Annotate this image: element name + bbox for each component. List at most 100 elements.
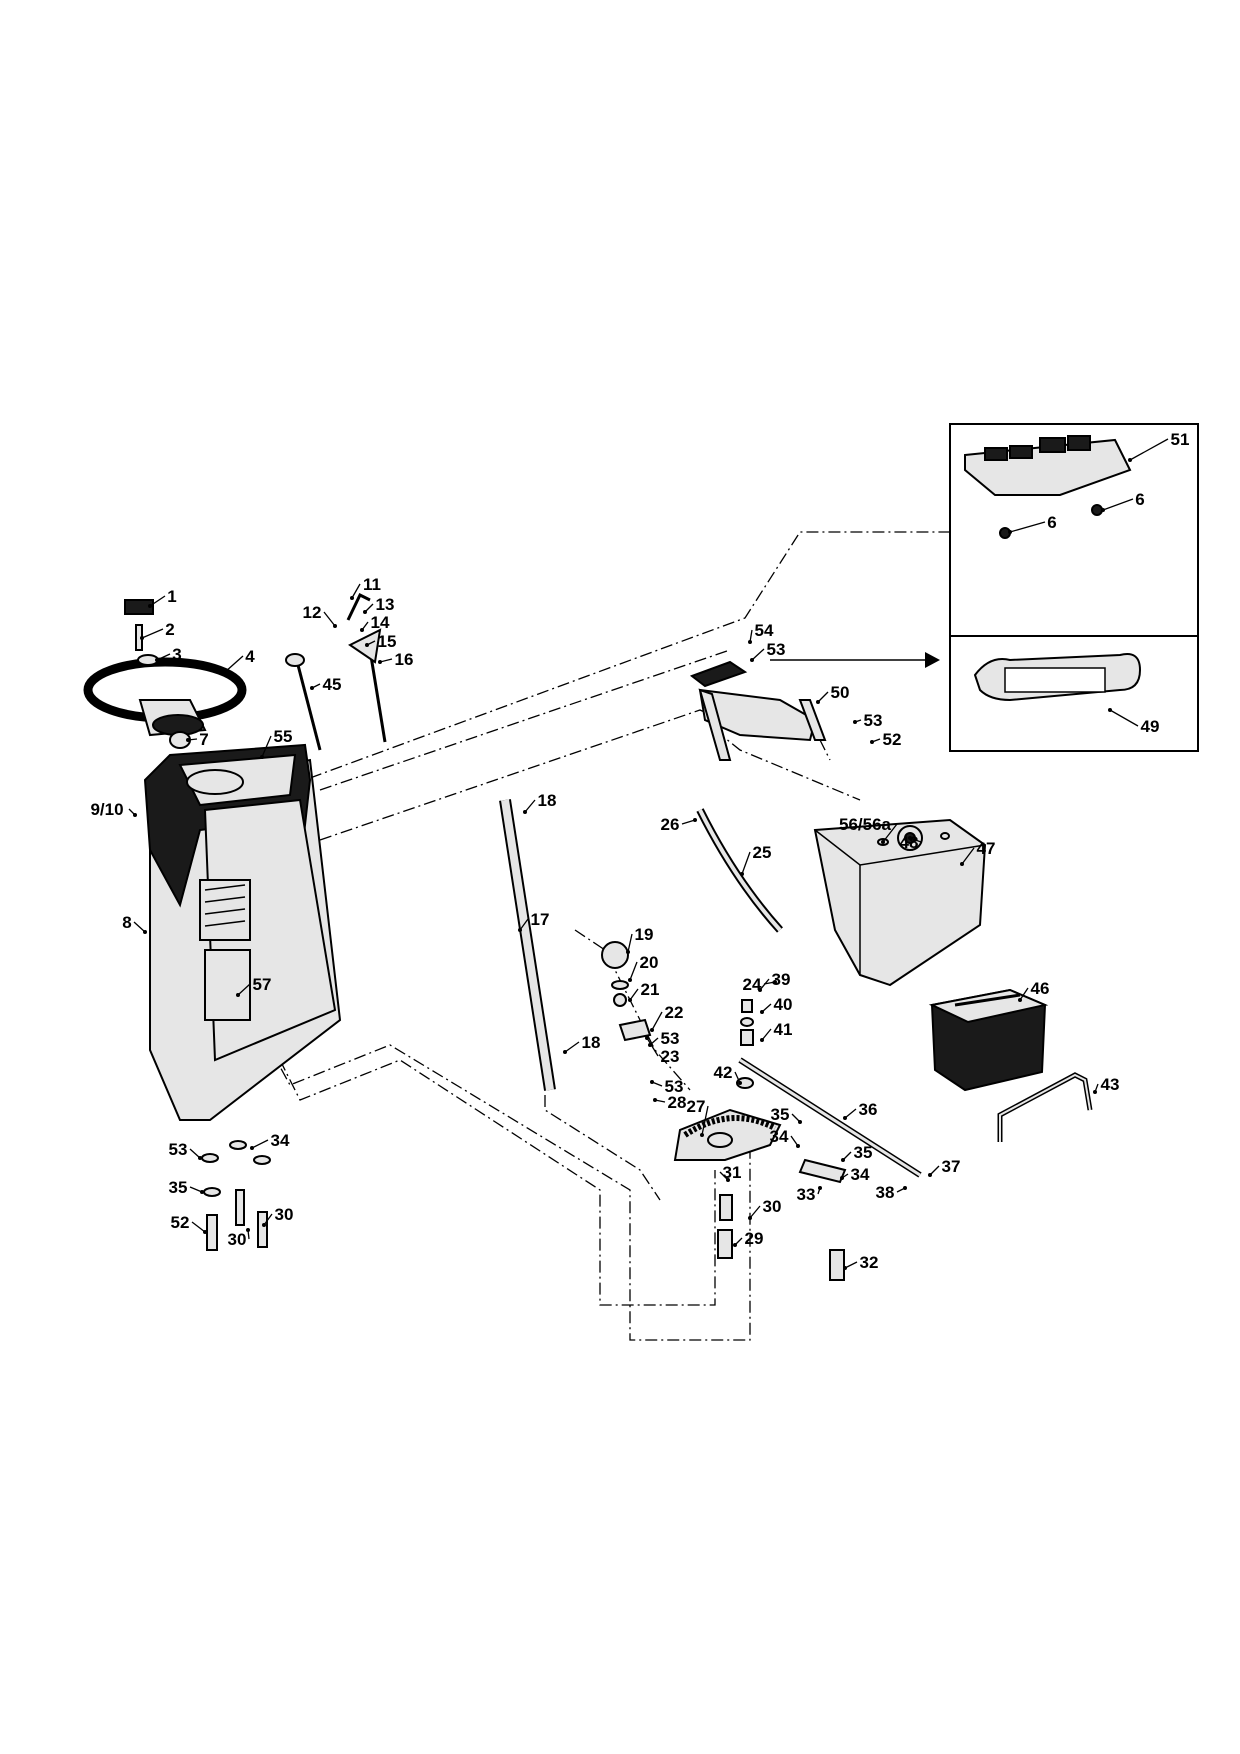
- leader-dot: [903, 1186, 907, 1190]
- callout-label: 57: [253, 975, 272, 994]
- leader-line: [156, 653, 171, 661]
- callout-label: 15: [378, 632, 397, 651]
- bolt-icon: [206, 1214, 218, 1251]
- callout-label: 24: [743, 975, 762, 994]
- callout-label: 29: [745, 1229, 764, 1248]
- callout-label: 52: [883, 730, 902, 749]
- bolt-icon: [257, 1211, 268, 1248]
- leader-dot: [796, 1144, 800, 1148]
- connector-block: [1009, 445, 1033, 459]
- callout-label: 34: [271, 1131, 290, 1150]
- callout-label: 21: [641, 980, 660, 999]
- leader-dot: [148, 604, 152, 608]
- steering-hole: [186, 769, 244, 795]
- callout-label: 38: [876, 1183, 895, 1202]
- leader-dot: [1008, 530, 1012, 534]
- leader-dot: [843, 1266, 847, 1270]
- leader-dot: [198, 1156, 202, 1160]
- leader-line: [1019, 987, 1029, 1001]
- callout-label: 32: [860, 1253, 879, 1272]
- callout-label: 37: [942, 1157, 961, 1176]
- leader-dot: [1018, 998, 1022, 1002]
- callout-label: 47: [977, 839, 996, 858]
- leader-dot: [760, 1010, 764, 1014]
- callout-label: 53: [665, 1077, 684, 1096]
- leader-dot: [350, 596, 354, 600]
- leader-dot: [250, 1146, 254, 1150]
- leader-line: [701, 1105, 709, 1136]
- leader-dot: [645, 1036, 649, 1040]
- leader-dot: [1093, 1090, 1097, 1094]
- spacer-icon: [829, 1249, 845, 1281]
- callout-label: 48: [900, 833, 919, 852]
- leader-dot: [200, 1190, 204, 1194]
- pin-icon: [719, 1194, 733, 1221]
- callout-label: 35: [771, 1105, 790, 1124]
- callout-label: 13: [376, 595, 395, 614]
- fuel-hose: [696, 808, 783, 933]
- steering-shaft: [499, 799, 652, 1091]
- callout-label: 6: [1047, 513, 1056, 532]
- leader-line: [844, 1108, 857, 1119]
- callout-label: 7: [199, 730, 208, 749]
- leader-dot: [818, 1186, 822, 1190]
- leader-dot: [203, 1230, 207, 1234]
- callout-label: 25: [753, 843, 772, 862]
- leader-dot: [262, 1223, 266, 1227]
- leader-line: [251, 1139, 269, 1149]
- leader-line: [751, 648, 765, 661]
- dash-bracket: [689, 660, 827, 761]
- leader-dot: [246, 1228, 250, 1232]
- leader-line: [189, 1186, 203, 1193]
- leader-dot: [748, 640, 752, 644]
- callout-label: 31: [723, 1163, 742, 1182]
- callout-label: 55: [274, 727, 293, 746]
- callout-label: 19: [635, 925, 654, 944]
- leader-line: [734, 1071, 741, 1084]
- leader-line: [929, 1165, 940, 1176]
- fuse-slots: [1004, 667, 1106, 693]
- callout-label: 53: [864, 711, 883, 730]
- leader-dot: [738, 1081, 742, 1085]
- leader-dot: [773, 980, 777, 984]
- callout-label: 18: [582, 1033, 601, 1052]
- leader-line: [189, 1148, 201, 1159]
- drag-link: [736, 999, 922, 1281]
- bolt-icon: [235, 1189, 245, 1226]
- callout-label: 35: [169, 1178, 188, 1197]
- leader-dot: [928, 1173, 932, 1177]
- connector-block: [984, 447, 1008, 461]
- callout-label: 33: [797, 1185, 816, 1204]
- callout-label: 53: [169, 1140, 188, 1159]
- leader-lines: [128, 438, 1169, 1270]
- leader-dot: [186, 738, 190, 742]
- callout-label: 42: [714, 1063, 733, 1082]
- leader-dot: [133, 813, 137, 817]
- callout-label: 6: [1135, 490, 1144, 509]
- leader-dot: [1108, 708, 1112, 712]
- leader-dot: [760, 1038, 764, 1042]
- callout-label: 50: [831, 683, 850, 702]
- pinion-gear: [601, 941, 629, 969]
- leader-dot: [1128, 458, 1132, 462]
- leader-line: [749, 1205, 761, 1219]
- leader-dot: [653, 1098, 657, 1102]
- light-icon: [689, 660, 748, 688]
- leader-line: [323, 611, 336, 627]
- spacer-icon: [717, 1229, 733, 1259]
- callout-label: 53: [661, 1029, 680, 1048]
- leader-dot: [853, 720, 857, 724]
- callout-label: 52: [171, 1213, 190, 1232]
- callout-label: 30: [228, 1230, 247, 1249]
- leader-dot: [363, 610, 367, 614]
- leader-line: [1109, 709, 1139, 727]
- callout-label: 41: [774, 1020, 793, 1039]
- callout-label: 12: [303, 603, 322, 622]
- leader-dot: [140, 636, 144, 640]
- leader-line: [761, 1028, 772, 1041]
- callout-label: 49: [1141, 717, 1160, 736]
- leader-line: [646, 1037, 659, 1057]
- console-fasteners: [201, 1140, 271, 1251]
- leader-dot: [726, 1178, 730, 1182]
- leader-dot: [1101, 508, 1105, 512]
